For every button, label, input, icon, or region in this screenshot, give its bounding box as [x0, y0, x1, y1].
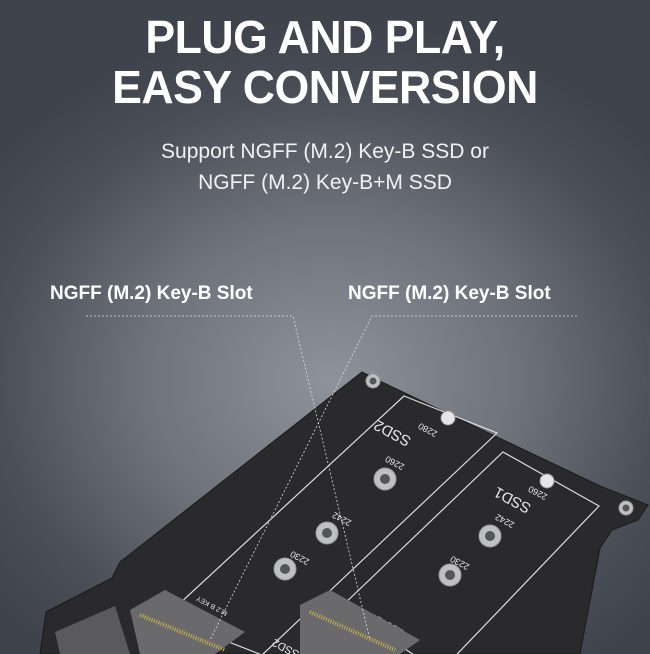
ssd2-m2-connector	[130, 590, 245, 654]
headline: PLUG AND PLAY, EASY CONVERSION	[0, 12, 650, 112]
subtitle: Support NGFF (M.2) Key-B SSD or NGFF (M.…	[0, 136, 650, 198]
headline-line2: EASY CONVERSION	[112, 61, 538, 113]
ssd1-slot-outline	[340, 451, 600, 654]
headline-line1: PLUG AND PLAY,	[145, 11, 505, 63]
ssd2-screw	[440, 410, 456, 426]
callout-right-label: NGFF (M.2) Key-B Slot	[348, 283, 551, 304]
sata-connector	[55, 606, 130, 654]
callout-left-label: NGFF (M.2) Key-B Slot	[50, 283, 253, 304]
subtitle-line1: Support NGFF (M.2) Key-B SSD or	[161, 140, 489, 163]
subtitle-line2: NGFF (M.2) Key-B+M SSD	[198, 171, 452, 194]
pcb-board	[39, 371, 649, 654]
ssd1-m2-connector	[300, 590, 420, 654]
ssd2-slot-outline	[163, 395, 499, 654]
ssd1-screw	[539, 473, 555, 489]
callout-lines	[86, 315, 577, 641]
